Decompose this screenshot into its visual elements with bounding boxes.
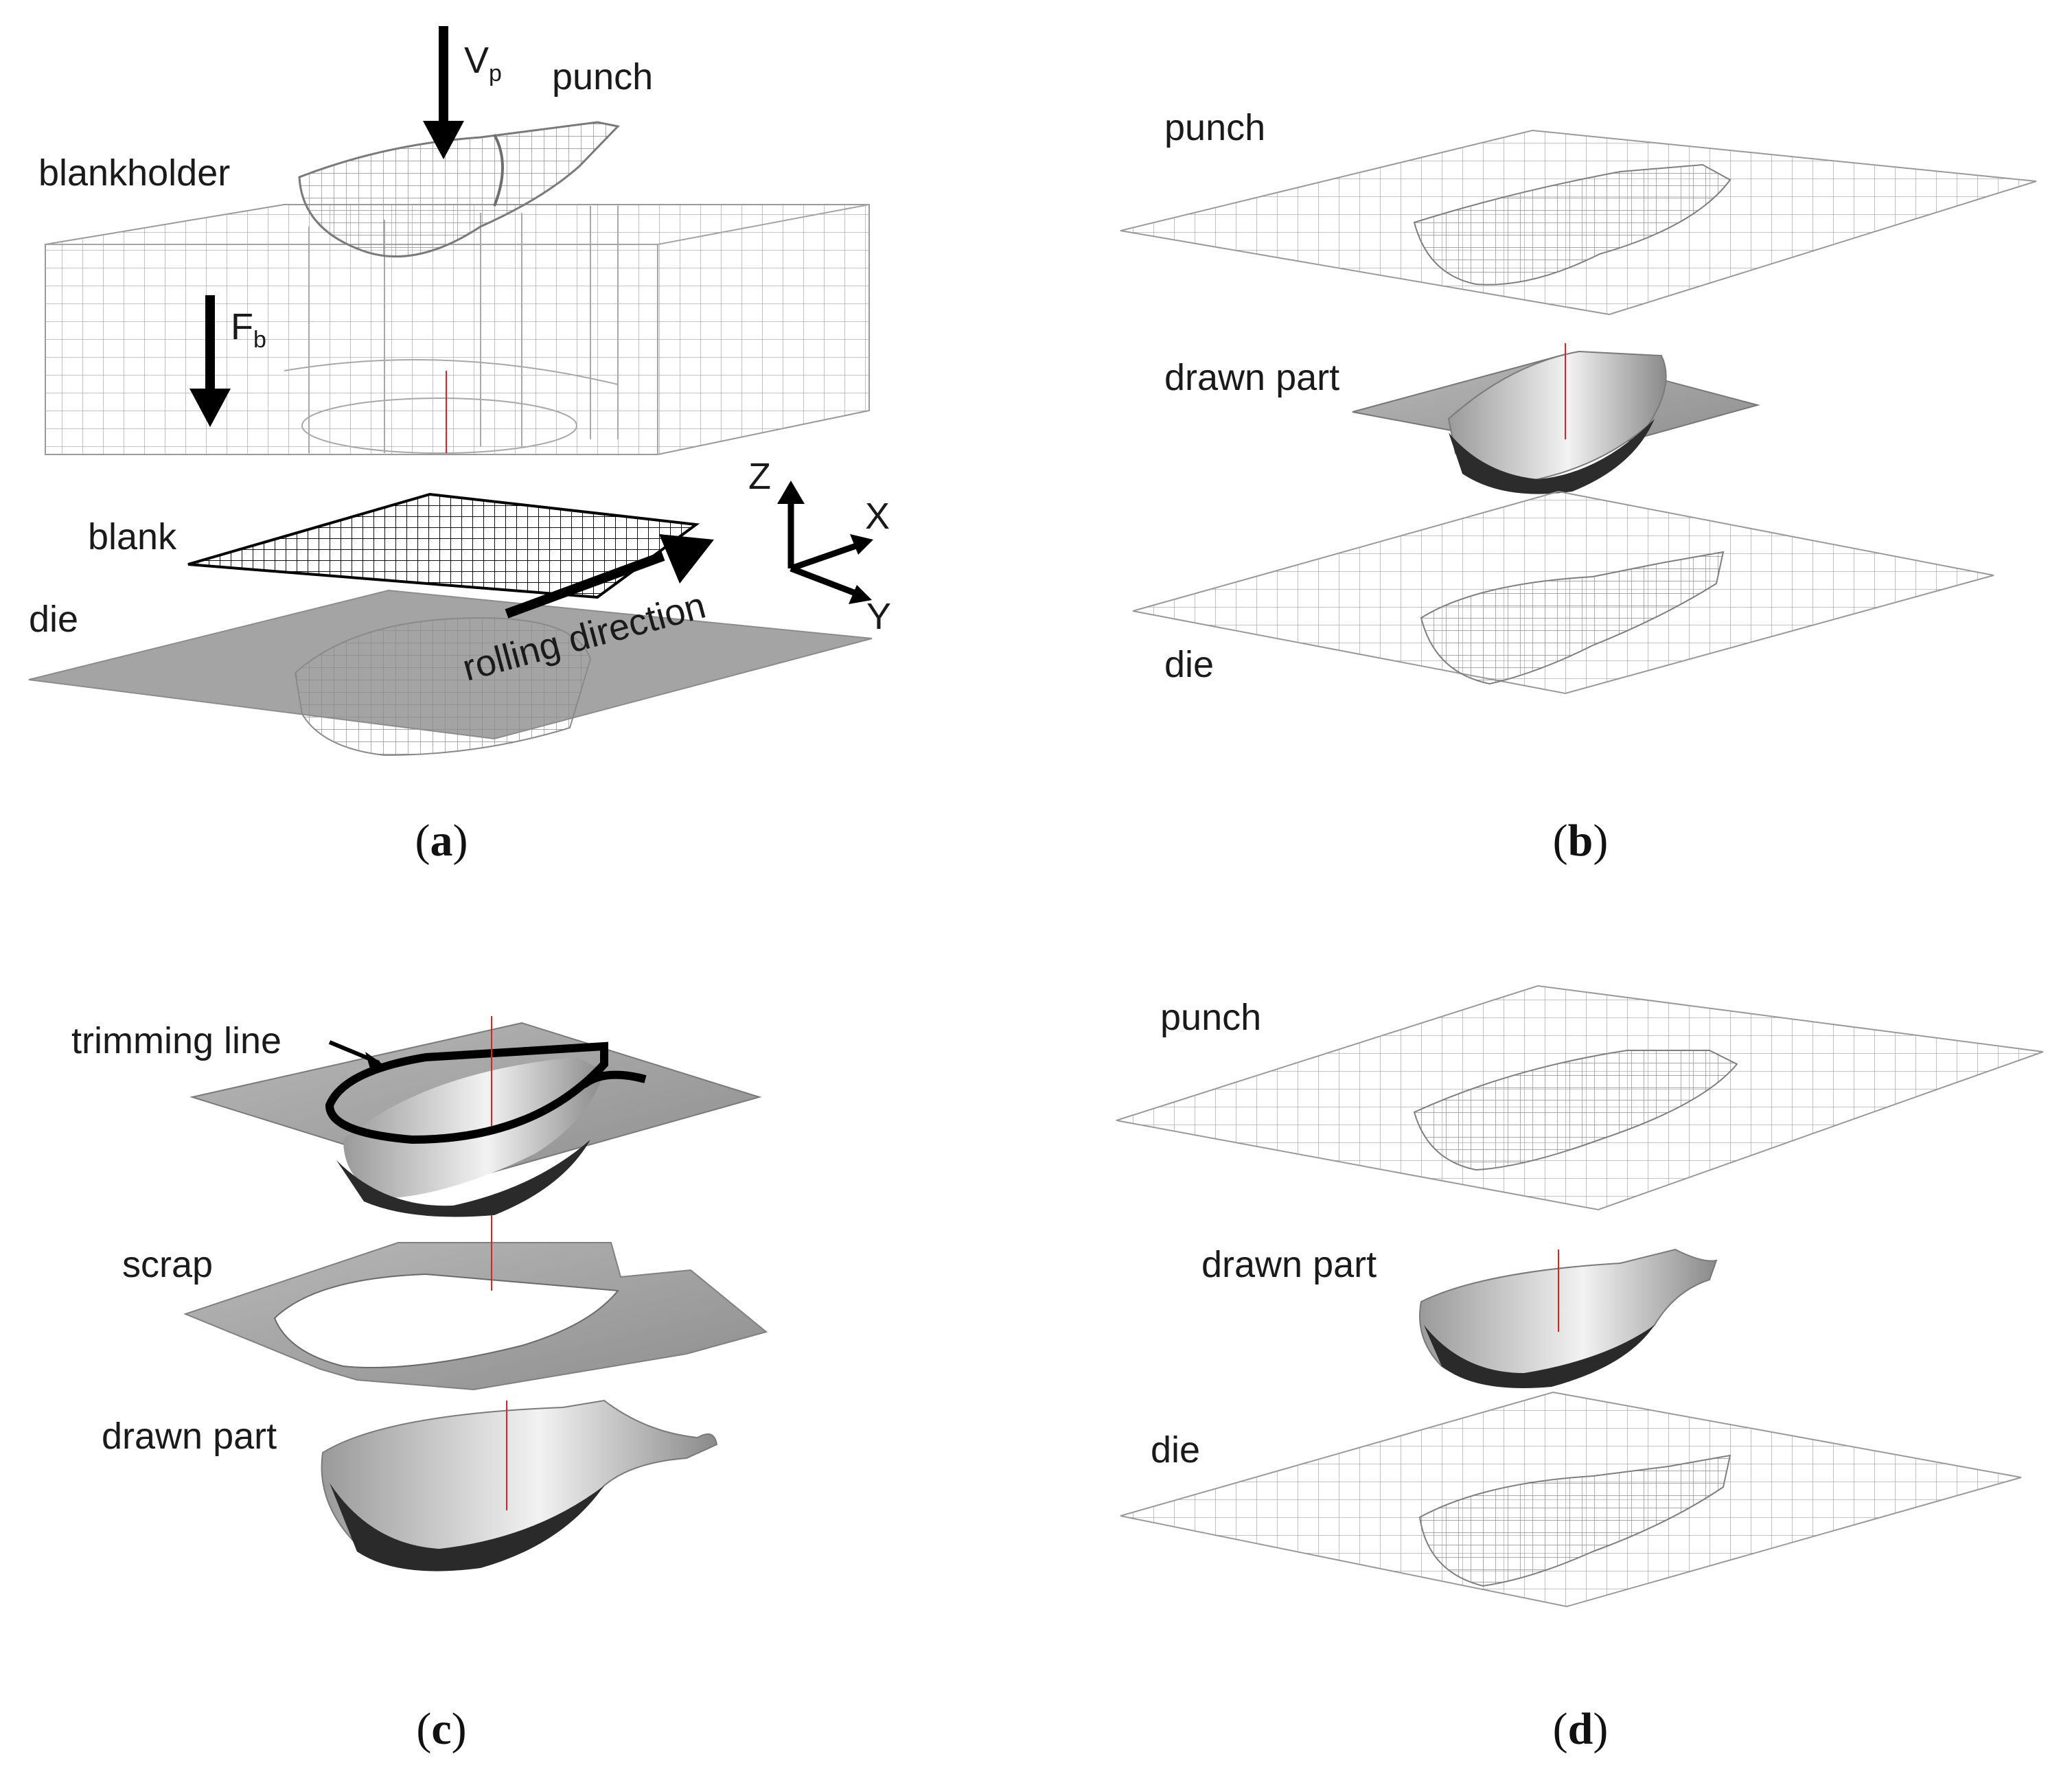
label-punch-d: punch: [1160, 997, 1261, 1038]
label-drawn-part-c: drawn part: [102, 1416, 277, 1457]
label-vp: Vp: [464, 40, 502, 87]
die-mesh-d: [1120, 1391, 2022, 1608]
drawn-part-b: [1352, 343, 1760, 494]
label-die-b: die: [1164, 644, 1214, 685]
die-mesh-b: [1132, 490, 1994, 695]
label-blank: blank: [88, 516, 177, 557]
drawn-part-d: [1419, 1248, 1718, 1388]
caption-d: (d): [1553, 1704, 1609, 1754]
panel-c: trimming line scrap drawn part (c): [71, 1016, 768, 1754]
drawn-part-with-trim-c: [189, 1016, 762, 1217]
label-die-a: die: [29, 599, 78, 640]
rolling-direction-arrow: [505, 534, 714, 619]
label-scrap: scrap: [122, 1244, 213, 1285]
label-axis-y: Y: [866, 596, 891, 637]
label-drawn-part-d: drawn part: [1201, 1244, 1377, 1285]
label-blankholder: blankholder: [38, 152, 230, 194]
panel-b: punch drawn part die (b): [1120, 107, 2037, 866]
punch-mesh-b: [1120, 129, 2037, 316]
label-trimming-line: trimming line: [71, 1020, 281, 1061]
label-punch-b: punch: [1164, 107, 1265, 148]
drawn-part-c: [321, 1399, 718, 1571]
label-axis-z: Z: [748, 456, 771, 497]
label-punch-a: punch: [552, 56, 653, 97]
coordinate-axes: [777, 481, 873, 604]
caption-a: (a): [415, 816, 468, 866]
label-drawn-part-b: drawn part: [1164, 357, 1339, 398]
punch-mesh-d: [1116, 984, 2044, 1211]
punch-velocity-arrow: [423, 26, 464, 159]
blankholder-box: [45, 204, 870, 455]
die-sheet-a: [28, 589, 873, 757]
caption-c: (c): [416, 1704, 466, 1754]
blankholder-force-arrow: [189, 295, 231, 427]
caption-b: (b): [1553, 816, 1609, 866]
panel-a: Vp punch blankholder Fb blank die rollin…: [28, 26, 891, 866]
label-axis-x: X: [865, 496, 890, 537]
blank-mesh: [187, 492, 700, 599]
punch-mesh-a: [298, 121, 620, 258]
label-die-d: die: [1151, 1429, 1200, 1471]
panel-d: punch drawn part die (d): [1116, 984, 2044, 1754]
label-fb: Fb: [231, 306, 266, 353]
scrap-sheet-c: [183, 1215, 768, 1391]
